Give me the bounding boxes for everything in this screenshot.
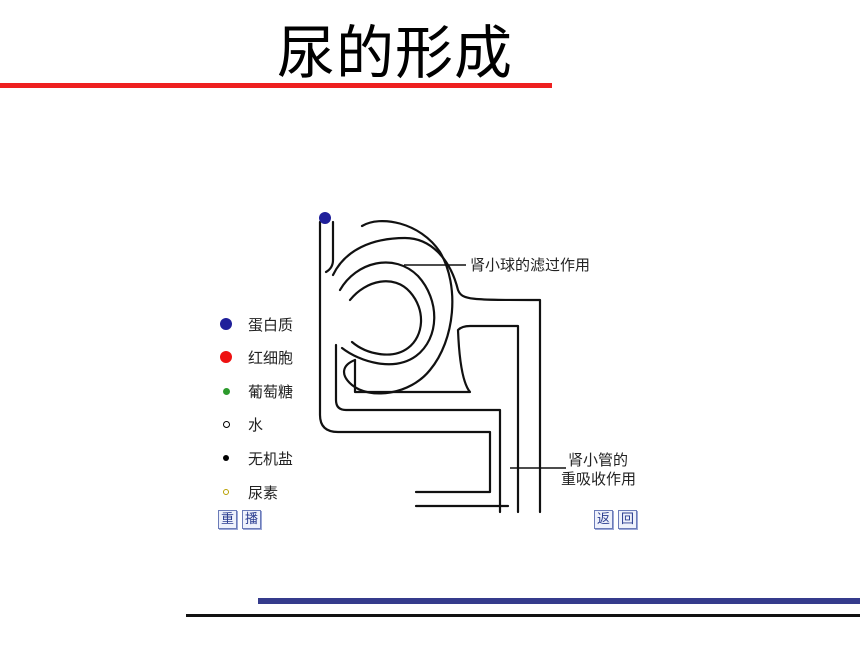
back-button-part2[interactable]: 回 — [618, 510, 638, 529]
afferent-channel-outer — [318, 220, 492, 494]
legend-label-water: 水 — [248, 415, 264, 434]
glucose-dot-icon — [223, 387, 230, 395]
urea-dot-icon — [223, 489, 229, 495]
proximal-loop — [334, 343, 502, 514]
replay-button-part2[interactable]: 播 — [242, 510, 262, 529]
water-dot-icon — [223, 420, 230, 428]
glomerulus-callout: 肾小球的滤过作用 — [470, 256, 591, 274]
legend-item-salt: 无机盐 — [220, 448, 293, 468]
afferent-channel-inner — [324, 220, 335, 274]
legend-label-red-cell: 红细胞 — [248, 348, 294, 367]
protein-dot-icon — [220, 318, 232, 330]
legend-item-glucose: 葡萄糖 — [220, 381, 293, 401]
legend-item-urea: 尿素 — [220, 482, 278, 502]
back-button-part1[interactable]: 返 — [594, 510, 614, 529]
title-underline — [0, 83, 552, 88]
glomerulus-inner — [348, 280, 423, 356]
page-title: 尿的形成 — [276, 19, 513, 87]
capsule-outer-wall — [331, 236, 542, 514]
tubule-callout-line1: 肾小管的 — [568, 451, 629, 469]
salt-dot-icon — [223, 455, 229, 461]
footer-accent-bar — [258, 598, 860, 604]
legend-item-water: 水 — [220, 414, 263, 434]
legend-item-protein: 蛋白质 — [220, 314, 293, 334]
protein-particle — [319, 212, 331, 224]
legend-label-protein: 蛋白质 — [248, 315, 294, 334]
footer-rule — [186, 614, 860, 617]
tubule-callout-line2: 重吸收作用 — [561, 470, 637, 488]
legend-item-red-cell: 红细胞 — [220, 347, 293, 367]
glomerulus-outer — [338, 261, 436, 366]
legend-label-urea: 尿素 — [248, 483, 279, 502]
capsule-inner-wall — [343, 219, 454, 395]
replay-button-part1[interactable]: 重 — [218, 510, 238, 529]
loop-inner — [353, 324, 520, 514]
legend-label-salt: 无机盐 — [248, 449, 294, 468]
legend-label-glucose: 葡萄糖 — [248, 382, 294, 401]
red-cell-dot-icon — [220, 351, 232, 363]
